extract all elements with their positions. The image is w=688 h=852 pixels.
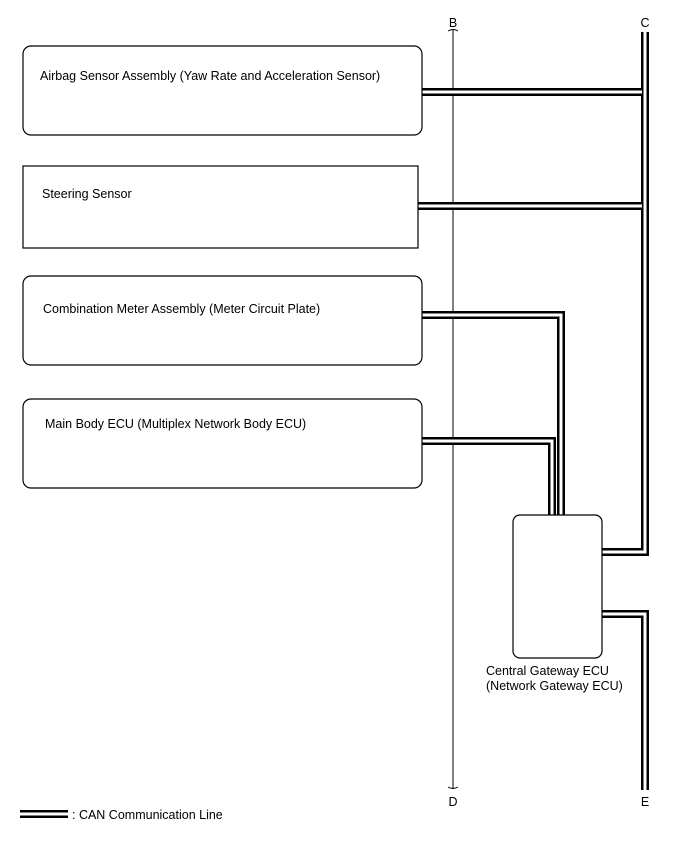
can-line-meter [422, 311, 565, 516]
airbag-sensor-label: Airbag Sensor Assembly (Yaw Rate and Acc… [40, 69, 380, 83]
airbag-sensor-box [22, 45, 423, 136]
bus-b [447, 29, 459, 789]
combination-meter-box [22, 275, 423, 366]
bus-c [602, 32, 649, 556]
legend-can-label: : CAN Communication Line [72, 808, 223, 822]
main-body-ecu-label: Main Body ECU (Multiplex Network Body EC… [45, 417, 306, 431]
steering-sensor-label: Steering Sensor [42, 187, 132, 201]
combination-meter-label: Combination Meter Assembly (Meter Circui… [43, 302, 320, 316]
central-gateway-label-line2: (Network Gateway ECU) [486, 679, 623, 693]
steering-sensor-box [22, 165, 419, 249]
central-gateway-label-line1: Central Gateway ECU [486, 664, 609, 678]
central-gateway-box [512, 514, 603, 659]
bus-e [602, 610, 649, 790]
connector-b-label: B [449, 16, 457, 30]
connector-e-label: E [641, 795, 649, 809]
connector-c-label: C [640, 16, 649, 30]
connector-d-label: D [448, 795, 457, 809]
can-line-body-ecu [422, 437, 556, 516]
main-body-ecu-box [22, 398, 423, 489]
